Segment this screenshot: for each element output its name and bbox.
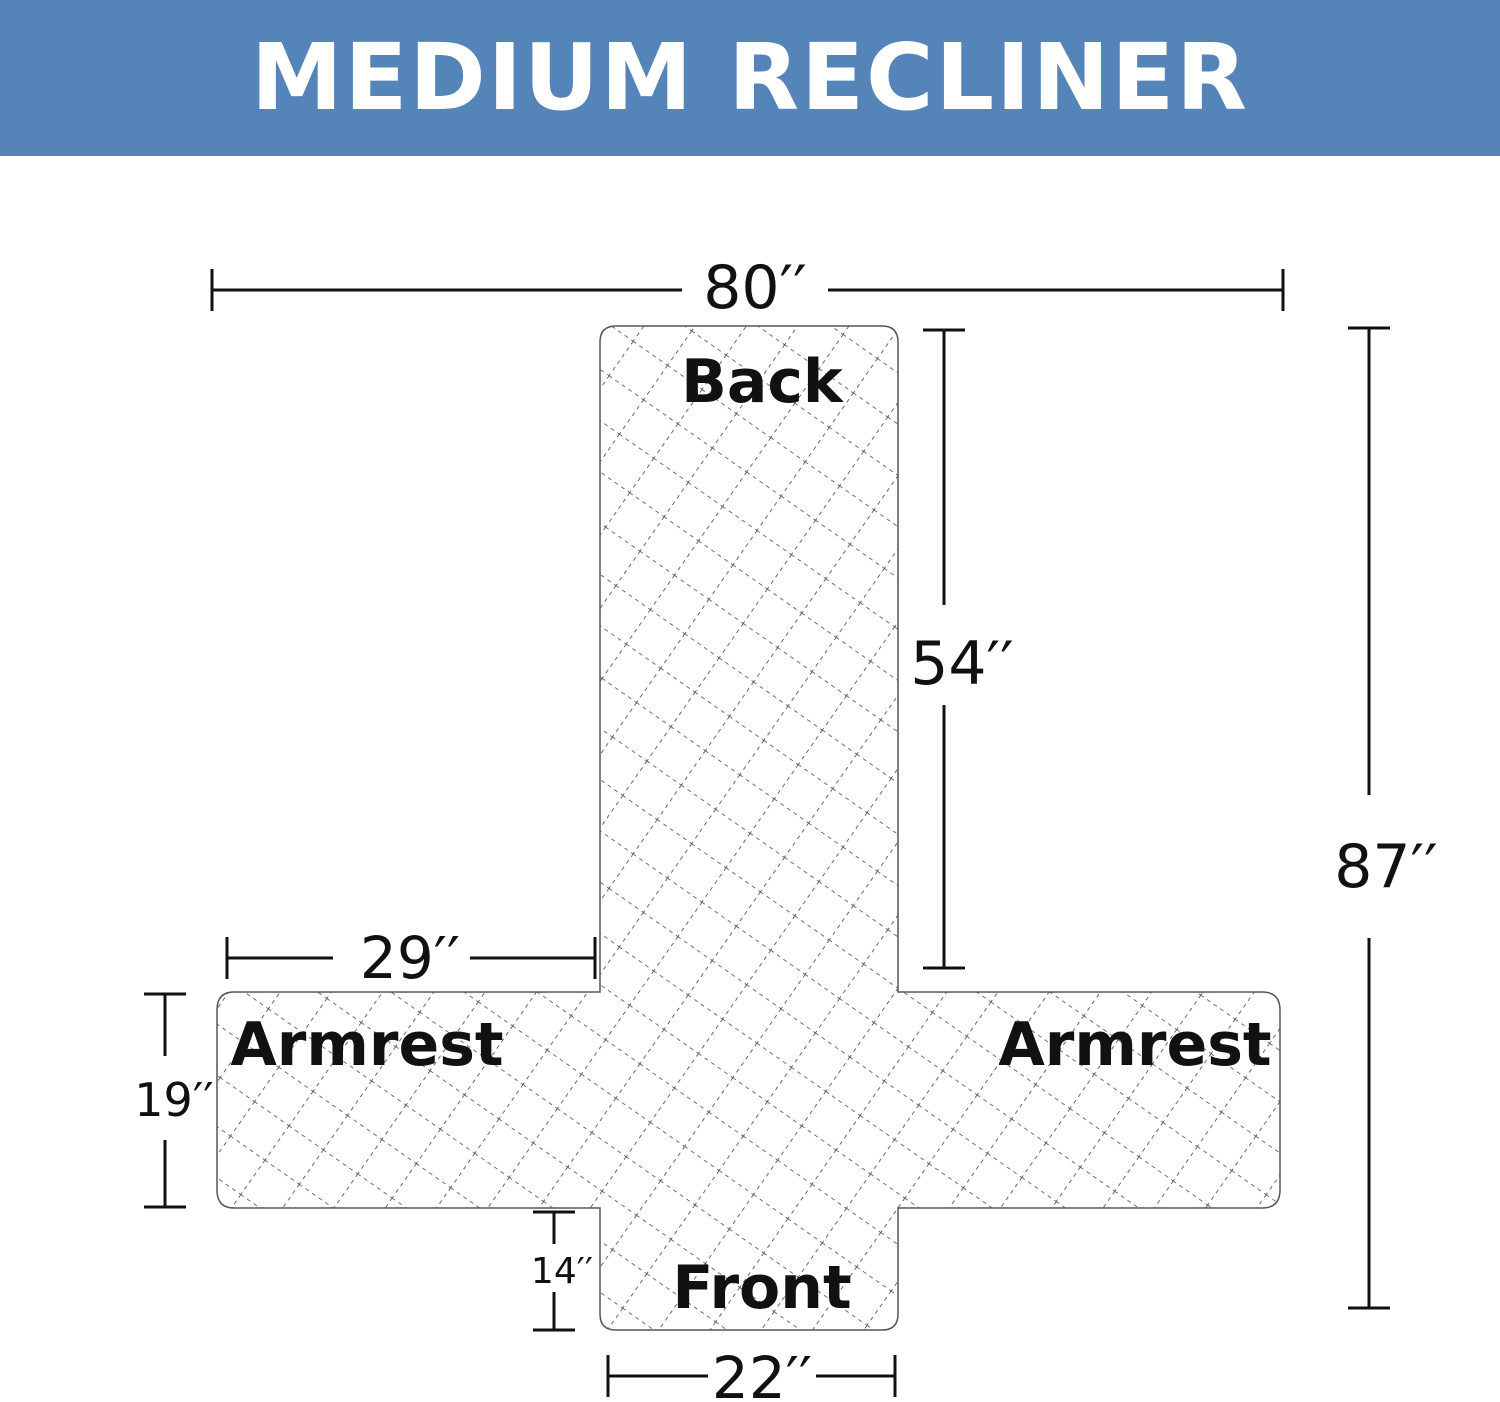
front-flap-label: 14′′: [531, 1251, 593, 1292]
back-length-dimension: [923, 328, 965, 970]
back-length-label: 54′′: [910, 629, 1014, 699]
total-length-label: 87′′: [1334, 832, 1438, 902]
armrest-left-label: Armrest: [230, 1010, 503, 1080]
armrest-depth-label: 19′′: [134, 1073, 213, 1127]
front-width-dimension: [606, 1355, 897, 1397]
total-width-dimension: [210, 269, 1285, 311]
front-label: Front: [672, 1253, 851, 1323]
cover-shape: [216, 325, 1281, 1331]
armrest-depth-dimension: [144, 992, 186, 1209]
front-width-label: 22′′: [712, 1344, 812, 1402]
back-label: Back: [681, 347, 845, 417]
total-width-label: 80′′: [703, 253, 807, 323]
page-title: MEDIUM RECLINER: [250, 24, 1250, 131]
front-flap-dimension: [533, 1210, 575, 1332]
armrest-width-label: 29′′: [360, 924, 460, 992]
total-length-dimension: [1348, 326, 1390, 1310]
armrest-right-label: Armrest: [998, 1010, 1271, 1080]
armrest-width-dimension: [225, 937, 597, 979]
title-banner: MEDIUM RECLINER: [0, 0, 1500, 156]
